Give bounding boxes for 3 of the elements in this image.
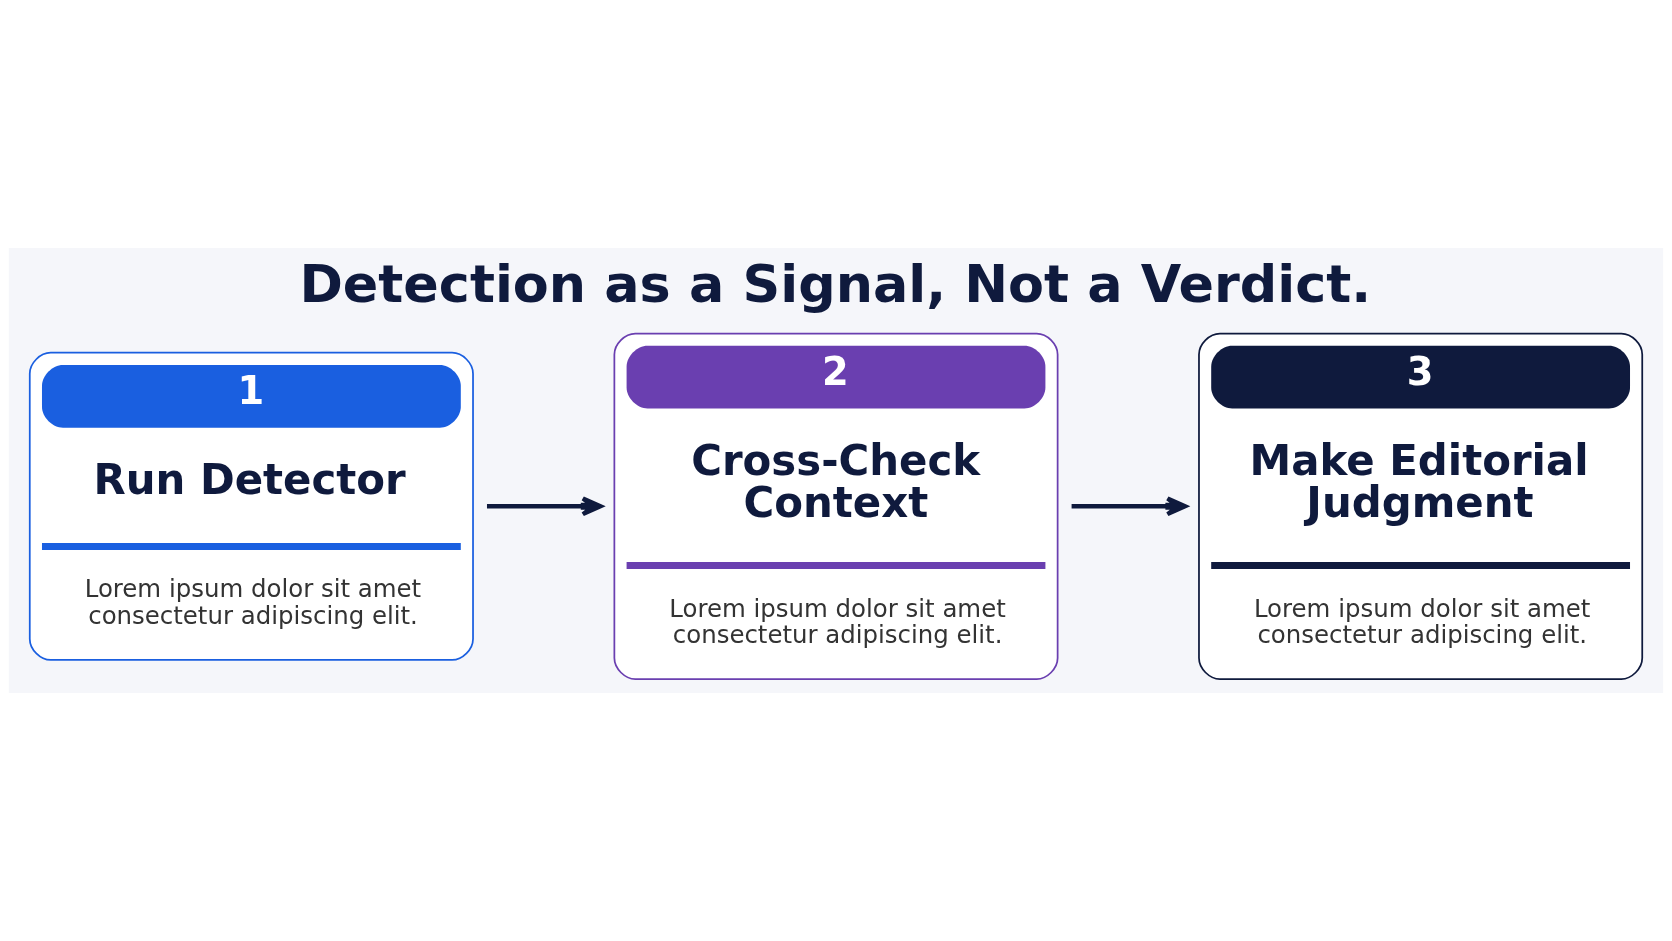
arrow: [1071, 496, 1188, 517]
diagram-title: Detection as a Signal, Not a Verdict.: [299, 253, 1372, 315]
arrow: [487, 496, 603, 517]
